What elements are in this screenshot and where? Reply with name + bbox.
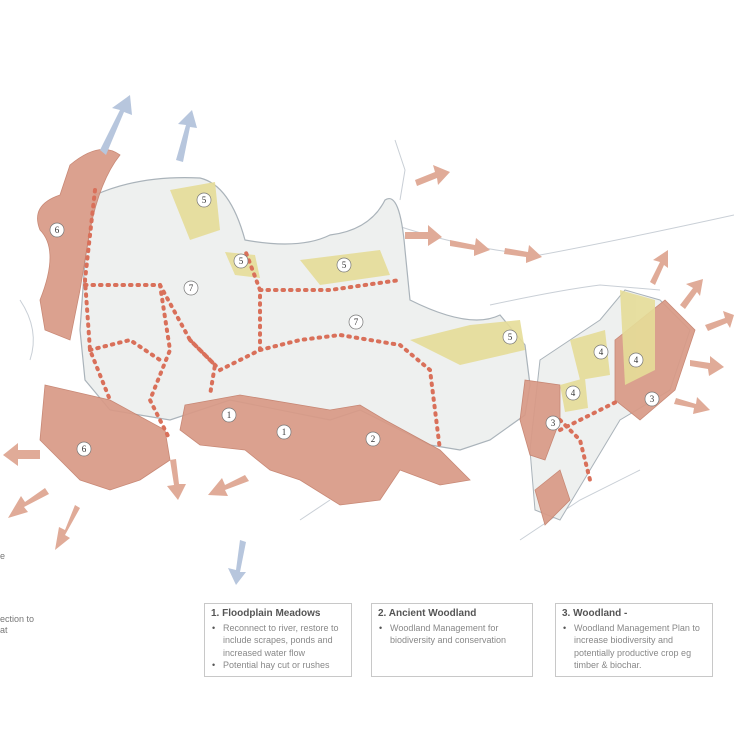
arrow-icon	[680, 279, 703, 309]
water-flow-arrows	[100, 95, 246, 585]
zone-labels: 6 5 5 5 7 7 5 4 4 4 3 3 1 1 2 6	[49, 192, 660, 457]
zone-label: 4	[634, 355, 639, 365]
zone-label: 6	[82, 444, 87, 454]
arrow-icon	[690, 356, 724, 376]
zone-label-circle	[565, 385, 581, 401]
water-arrow-icon	[100, 95, 132, 155]
zone-label: 4	[571, 388, 576, 398]
zone-label: 7	[354, 317, 359, 327]
arrow-icon	[8, 488, 49, 518]
zone-label-circle	[233, 253, 249, 269]
zone-label: 5	[342, 260, 347, 270]
arrow-icon	[3, 443, 40, 466]
arrow-icon	[415, 165, 450, 186]
legend-ancient-woodland: 2. Ancient Woodland Woodland Management …	[371, 603, 533, 677]
water-arrow-icon	[228, 540, 246, 585]
arrow-icon	[208, 475, 249, 496]
site-area	[79, 177, 531, 451]
legend-bullet: Woodland Management for biodiversity and…	[379, 622, 526, 647]
zone-label-circle	[76, 441, 92, 457]
zone-label: 4	[599, 347, 604, 357]
zone-label-circle	[365, 431, 381, 447]
legend-floodplain-meadows: 1. Floodplain Meadows Reconnect to river…	[204, 603, 352, 677]
zone-label: 6	[55, 225, 60, 235]
zone-label-circle	[276, 424, 292, 440]
legend-title: 3. Woodland -	[562, 608, 628, 619]
zone-label-circle	[183, 280, 199, 296]
zone-label-circle	[593, 344, 609, 360]
hedgerow-paths	[82, 188, 622, 482]
zone-label-circle	[348, 314, 364, 330]
cut-off-text: ection to	[0, 614, 35, 624]
legend-title: 2. Ancient Woodland	[378, 608, 477, 619]
zone-label-circle	[336, 257, 352, 273]
zone-label: 7	[189, 283, 194, 293]
legend-bullet: Reconnect to river, restore to include s…	[212, 622, 345, 660]
arrow-icon	[674, 397, 710, 414]
zone-label-circle	[196, 192, 212, 208]
legend-title: 1. Floodplain Meadows	[211, 608, 321, 619]
arrow-icon	[55, 505, 80, 550]
zone-label-circle	[545, 415, 561, 431]
arrow-icon	[450, 238, 490, 256]
water-arrow-icon	[176, 110, 197, 162]
zone-label: 3	[551, 418, 556, 428]
yellow-zones	[170, 182, 655, 412]
outward-arrows	[3, 165, 734, 550]
legend-woodland: 3. Woodland - Woodland Management Plan t…	[555, 603, 713, 677]
zone-label: 3	[650, 394, 655, 404]
zone-label-circle	[644, 391, 660, 407]
zone-label-circle	[502, 329, 518, 345]
zone-label-circle	[49, 222, 65, 238]
legend-bullet: Potential hay cut or rushes	[212, 659, 345, 672]
legend-bullet: Woodland Management Plan to increase bio…	[563, 622, 706, 672]
zone-label: 5	[202, 195, 207, 205]
arrow-icon	[504, 245, 542, 263]
zone-label: 1	[227, 410, 232, 420]
arrow-icon	[167, 459, 186, 500]
zone-label-circle	[628, 352, 644, 368]
zone-label: 5	[508, 332, 513, 342]
zone-label: 2	[371, 434, 376, 444]
cut-off-text: at	[0, 625, 8, 635]
context-lines	[19, 139, 734, 541]
arrow-icon	[705, 311, 734, 331]
zone-label-circle	[221, 407, 237, 423]
cut-off-text: e	[0, 551, 6, 561]
zone-label: 5	[239, 256, 244, 266]
arrow-icon	[405, 225, 442, 246]
woodland-zones	[37, 148, 696, 526]
zone-label: 1	[282, 427, 287, 437]
arrow-icon	[650, 250, 668, 285]
